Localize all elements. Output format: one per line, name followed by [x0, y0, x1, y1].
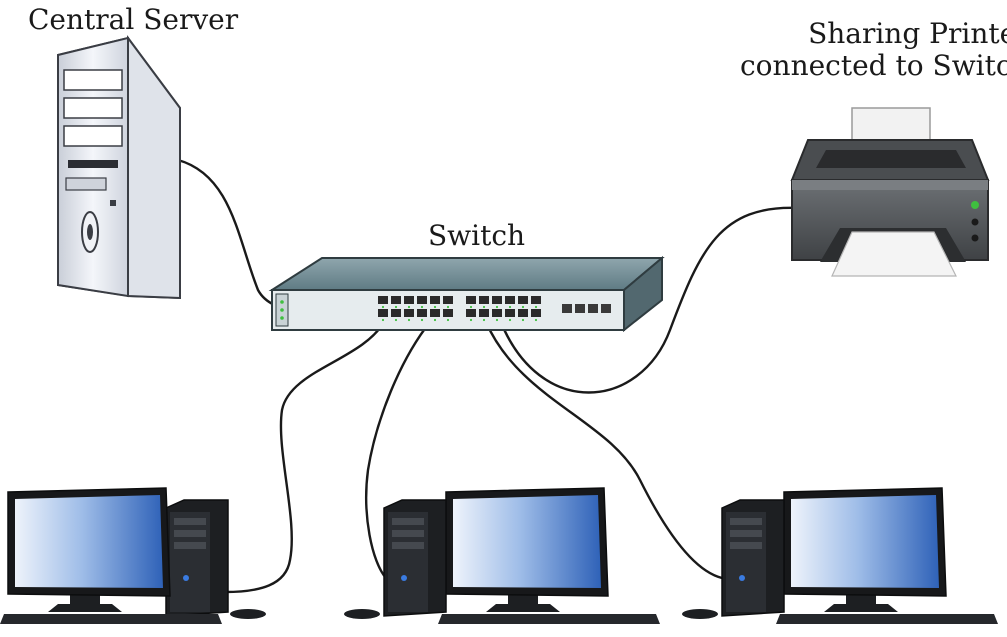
port-led — [534, 318, 538, 322]
switch-port — [479, 309, 489, 317]
port-led — [446, 318, 450, 322]
pc-monitor — [445, 487, 609, 612]
uplink-port — [588, 304, 598, 313]
switch-port — [378, 309, 388, 317]
switch-port — [430, 296, 440, 304]
switch-port — [518, 309, 528, 317]
printer-label-line-2: connected to Switch — [740, 49, 1007, 82]
port-led — [407, 318, 411, 322]
port-led — [534, 305, 538, 309]
port-led — [446, 305, 450, 309]
printer-icon — [790, 107, 990, 277]
switch-port — [492, 296, 502, 304]
switch-port — [479, 296, 489, 304]
port-led — [495, 318, 499, 322]
switch-port — [443, 296, 453, 304]
uplink-port — [562, 304, 572, 313]
port-led — [495, 305, 499, 309]
mouse-icon — [230, 609, 266, 619]
cable-switch-pc-middle — [365, 320, 432, 580]
switch-port — [518, 296, 528, 304]
port-led — [394, 318, 398, 322]
switch-port — [391, 296, 401, 304]
pc-tower — [165, 499, 229, 617]
central-server-label: Central Server — [28, 3, 239, 36]
switch-port — [391, 309, 401, 317]
pc-monitor — [7, 487, 171, 612]
computer-icon-right — [721, 487, 998, 624]
switch-port — [466, 296, 476, 304]
printer-label-line-1: Sharing Printer — [808, 17, 1007, 50]
computer-icon-middle — [383, 487, 660, 624]
cable-switch-pc-left — [223, 320, 386, 594]
port-led — [381, 318, 385, 322]
switch-port — [404, 296, 414, 304]
port-led — [433, 305, 437, 309]
port-led — [433, 318, 437, 322]
port-led — [508, 305, 512, 309]
port-led — [508, 318, 512, 322]
uplink-port — [601, 304, 611, 313]
cable-switch-pc-right — [484, 320, 724, 580]
switch-port — [531, 296, 541, 304]
switch-port — [531, 309, 541, 317]
switch-port — [404, 309, 414, 317]
central-server-icon — [57, 34, 181, 300]
mouse-icon — [682, 609, 718, 619]
keyboard-mouse — [438, 614, 660, 624]
pc-tower — [383, 499, 447, 617]
port-led — [381, 305, 385, 309]
port-led — [482, 318, 486, 322]
port-led — [420, 318, 424, 322]
computers — [0, 487, 998, 624]
port-led — [521, 305, 525, 309]
switch-port — [505, 309, 515, 317]
pc-tower — [721, 499, 785, 617]
port-led — [420, 305, 424, 309]
mouse-icon — [344, 609, 380, 619]
switch-port — [505, 296, 515, 304]
switch-port — [417, 296, 427, 304]
cable-switch-printer — [498, 206, 800, 394]
keyboard-mouse — [776, 614, 998, 624]
port-led — [469, 318, 473, 322]
keyboard-mouse — [0, 614, 222, 624]
switch-port — [378, 296, 388, 304]
port-led — [469, 305, 473, 309]
switch-ports — [378, 296, 611, 322]
computer-icon-left — [0, 487, 229, 624]
port-led — [521, 318, 525, 322]
switch-label: Switch — [428, 219, 526, 252]
port-led — [407, 305, 411, 309]
pc-monitor — [783, 487, 947, 612]
printer-label: Sharing Printer connected to Switch — [740, 18, 1007, 82]
uplink-port — [575, 304, 585, 313]
switch-port — [430, 309, 440, 317]
port-led — [482, 305, 486, 309]
switch-port — [443, 309, 453, 317]
switch-port — [417, 309, 427, 317]
port-led — [394, 305, 398, 309]
switch-icon — [268, 255, 665, 333]
switch-port — [466, 309, 476, 317]
switch-port — [492, 309, 502, 317]
